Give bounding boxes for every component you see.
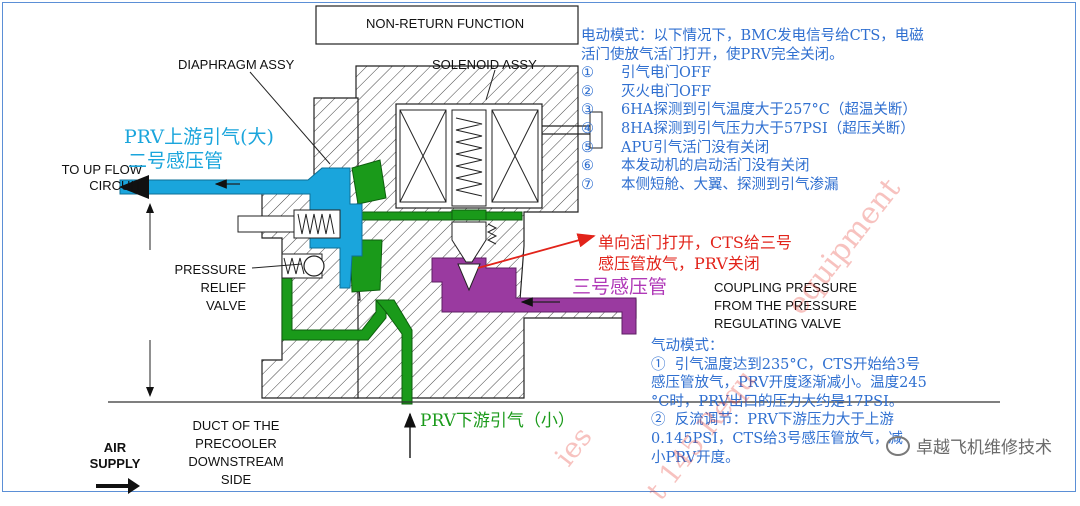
electric-mode-item-3: ③ 6HA探测到引气温度大于257°C（超温关断） [581,101,924,120]
item-number: ④ [581,120,594,137]
sensor-line-3-annotation: 三号感压管 [572,276,668,298]
sensor-line-2-annotation: 二号感压管 [128,150,224,172]
item-number: ② [581,83,594,100]
item-text: 本侧短舱、大翼、探测到引气渗漏 [621,176,839,193]
check-valve-spring [486,223,498,245]
item-number: ③ [581,102,594,119]
item-text: 引气电门OFF [621,65,712,82]
pneumatic-mode-title: 气动模式： [651,338,724,354]
item-number: ① [581,65,594,82]
to-up-flow-label-1: TO UP FLOW [61,162,142,177]
sensor-line-3-passage [431,257,637,335]
title-box [315,5,579,45]
coupling-pressure-label-3: REGULATING VALVE [714,316,842,331]
electric-mode-item-5: ⑤ APU引气活门没有关闭 [581,139,924,158]
check-valve-red-arrow [477,233,596,269]
electric-mode-item-1: ① 引气电门OFF [581,64,924,83]
item-text: 灭火电门OFF [621,83,712,100]
item-text: APU引气活门没有关闭 [621,139,770,156]
brand-text: 卓越飞机维修技术 [916,438,1052,458]
leader-diaphragm [249,71,331,165]
item-number: ⑦ [581,176,594,193]
check-valve-annotation-1: 单向活门打开，CTS给三号 [598,233,792,252]
plunger-spring [455,117,483,197]
electric-mode-item-2: ② 灭火电门OFF [581,83,924,102]
item-text: 6HA探测到引气温度大于257°C（超温关断） [621,102,917,119]
pneumatic-mode-line-2: 感压管放气，PRV开度逐渐减小。温度245 [651,375,927,392]
leader-solenoid [485,69,496,101]
duct-label-1: DUCT OF THE [192,418,280,433]
duct-label-4: SIDE [220,472,252,487]
coil-left [399,109,447,203]
item-text: 本发动机的启动活门没有关闭 [621,158,810,175]
electric-mode-line-1: 电动模式：以下情况下，BMC发电信号给CTS，电磁 [581,28,924,44]
coil-right-x2 [491,109,539,203]
electric-mode-line-2: 活门使放气活门打开，使PRV完全关闭。 [581,46,844,63]
item-text: 8HA探测到引气压力大于57PSI（超压关断） [621,120,915,137]
relief-valve-label-2: RELIEF [200,280,246,295]
to-up-flow-label-2: CIRCUIT [89,178,142,193]
pneumatic-mode-line-6: 小PRV开度。 [651,449,740,466]
pneumatic-mode-line-5: 0.145PSI，CTS给3号感压管放气，减 [651,430,903,447]
check-valve-poppet [451,221,487,263]
air-supply-label-1: AIR [103,440,127,455]
outer-frame [2,2,1076,492]
pneumatic-mode-line-4: ② 反流调节：PRV下游压力大于上游 [651,412,894,429]
diaphragm-assy-label: DIAPHRAGM ASSY [178,57,295,72]
electric-mode-item-7: ⑦ 本侧短舱、大翼、探测到引气渗漏 [581,176,924,195]
relief-valve-spring [283,257,305,275]
air-supply-arrow [96,478,140,494]
title-label: NON-RETURN FUNCTION [366,16,525,31]
solenoid-wires [542,125,590,135]
brand-watermark: 卓越飞机维修技术 [886,433,1052,458]
coil-left-x2 [399,109,447,203]
relief-valve-ball [303,255,325,277]
air-supply-label-2: SUPPLY [89,456,141,471]
diaphragm-spring [293,209,341,239]
check-valve-cone [457,263,481,292]
coil-right [491,109,539,203]
coupling-pressure-label-1: COUPLING PRESSURE [714,280,858,295]
diaphragm-spring-coil [297,213,335,235]
pneumatic-mode-text: 气动模式： ① 引气温度达到235°C，CTS开始给3号 感压管放气，PRV开度… [651,337,927,467]
prv-upstream-annotation: PRV上游引气(大) [124,126,274,148]
electric-mode-item-4: ④ 8HA探测到引气压力大于57PSI（超压关断） [581,120,924,139]
electric-mode-item-6: ⑥ 本发动机的启动活门没有关闭 [581,157,924,176]
downstream-sense-passage [281,159,523,405]
relief-valve-label-1: PRESSURE [174,262,246,277]
item-number: ⑤ [581,139,594,156]
coupling-pressure-label-2: FROM THE PRESSURE [714,298,857,313]
item-number: ⑥ [581,158,594,175]
pneumatic-mode-line-1: ① 引气温度达到235°C，CTS开始给3号 [651,356,921,373]
wire-connector [589,111,603,149]
prv-downstream-annotation: PRV下游引气（小） [420,411,575,431]
leader-relief [251,263,303,269]
diaphragm-rod [237,215,295,233]
duct-label-2: PRECOOLER [195,436,277,451]
relief-valve-label-3: VALVE [206,298,246,313]
electric-mode-text: 电动模式：以下情况下，BMC发电信号给CTS，电磁 活门使放气活门打开，使PRV… [581,27,924,194]
wechat-icon [886,436,910,456]
solenoid-assy-label: SOLENOID ASSY [432,57,537,72]
check-valve-annotation-2: 感压管放气，PRV关闭 [598,254,760,273]
duct-label-3: DOWNSTREAM [188,454,284,469]
pneumatic-mode-line-3: °C时，PRV出口的压力大约是17PSI。 [651,393,904,410]
